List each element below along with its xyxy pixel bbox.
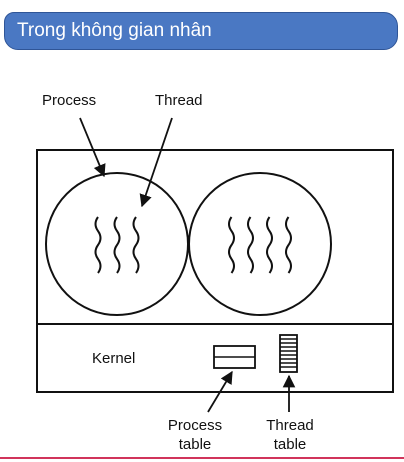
thread-squiggle <box>266 216 273 274</box>
process-table-arrow <box>207 370 233 413</box>
thread-squiggles <box>94 216 292 274</box>
thread-table-icon <box>279 334 298 373</box>
thread-table-label: Thread table <box>266 417 314 453</box>
bottom-rule <box>0 457 404 459</box>
thread-squiggle <box>94 216 102 274</box>
kernel-label: Kernel <box>92 350 136 367</box>
thread-squiggle <box>228 216 235 274</box>
process-table-label: Process table <box>167 417 223 453</box>
thread-label: Thread <box>155 92 203 109</box>
process-circle-2 <box>188 172 332 316</box>
kernel-box <box>36 323 394 393</box>
thread-squiggle <box>247 216 254 274</box>
thread-squiggle <box>113 216 121 274</box>
process-table-icon <box>213 345 256 369</box>
thread-squiggle <box>285 216 292 274</box>
thread-arrow <box>139 117 173 208</box>
thread-squiggle <box>132 216 140 274</box>
process-label: Process <box>42 92 97 109</box>
process-arrow <box>79 117 106 178</box>
slide-title: Trong không gian nhân <box>4 12 398 50</box>
